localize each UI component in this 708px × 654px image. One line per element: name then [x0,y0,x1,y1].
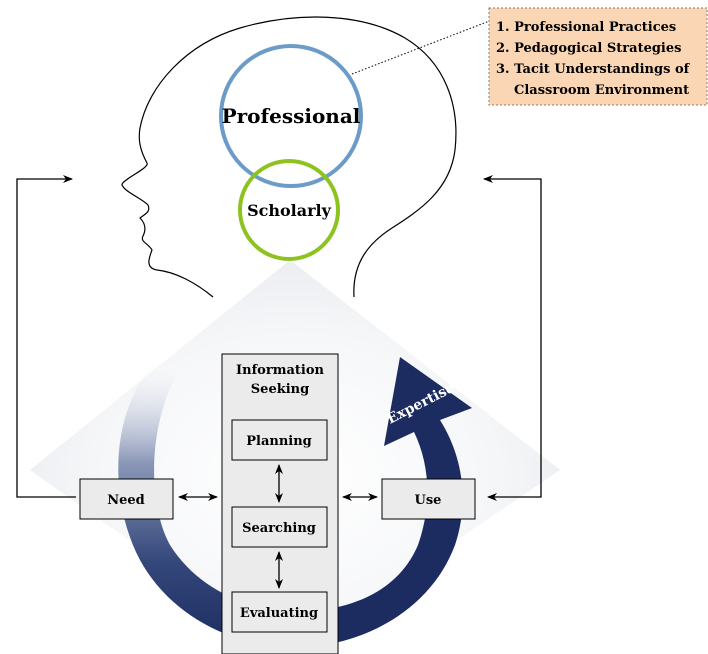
callout-line-4: Classroom Environment [514,83,689,98]
professional-ring [219,44,363,188]
searching-label: Searching [242,521,316,536]
need-label: Need [107,493,145,508]
use-box [381,478,476,520]
cycle-arc-left [118,363,290,648]
callout-line-2: 2. Pedagogical Strategies [496,41,681,56]
need-box [79,478,174,520]
scholarly-ring [238,159,340,261]
use-label: Use [415,493,442,508]
right-feedback-loop [483,175,542,501]
evaluating-box [231,591,328,633]
left-feedback-loop [16,175,76,498]
searching-box [231,506,328,548]
information-seeking-title-1: Information [236,363,324,378]
cycle-arc-right [290,357,472,648]
planning-box [231,419,328,461]
professional-label: Professional [222,104,361,128]
callout-line-1: 1. Professional Practices [496,20,676,35]
information-seeking-title-2: Seeking [251,382,309,397]
evaluating-label: Evaluating [240,606,318,621]
scholarly-label: Scholarly [247,201,332,220]
callout-line-3: 3. Tacit Understandings of [496,62,691,77]
head-outline [121,16,457,298]
callout-leader [351,19,493,75]
callout-box [488,7,708,106]
planning-label: Planning [246,434,312,449]
